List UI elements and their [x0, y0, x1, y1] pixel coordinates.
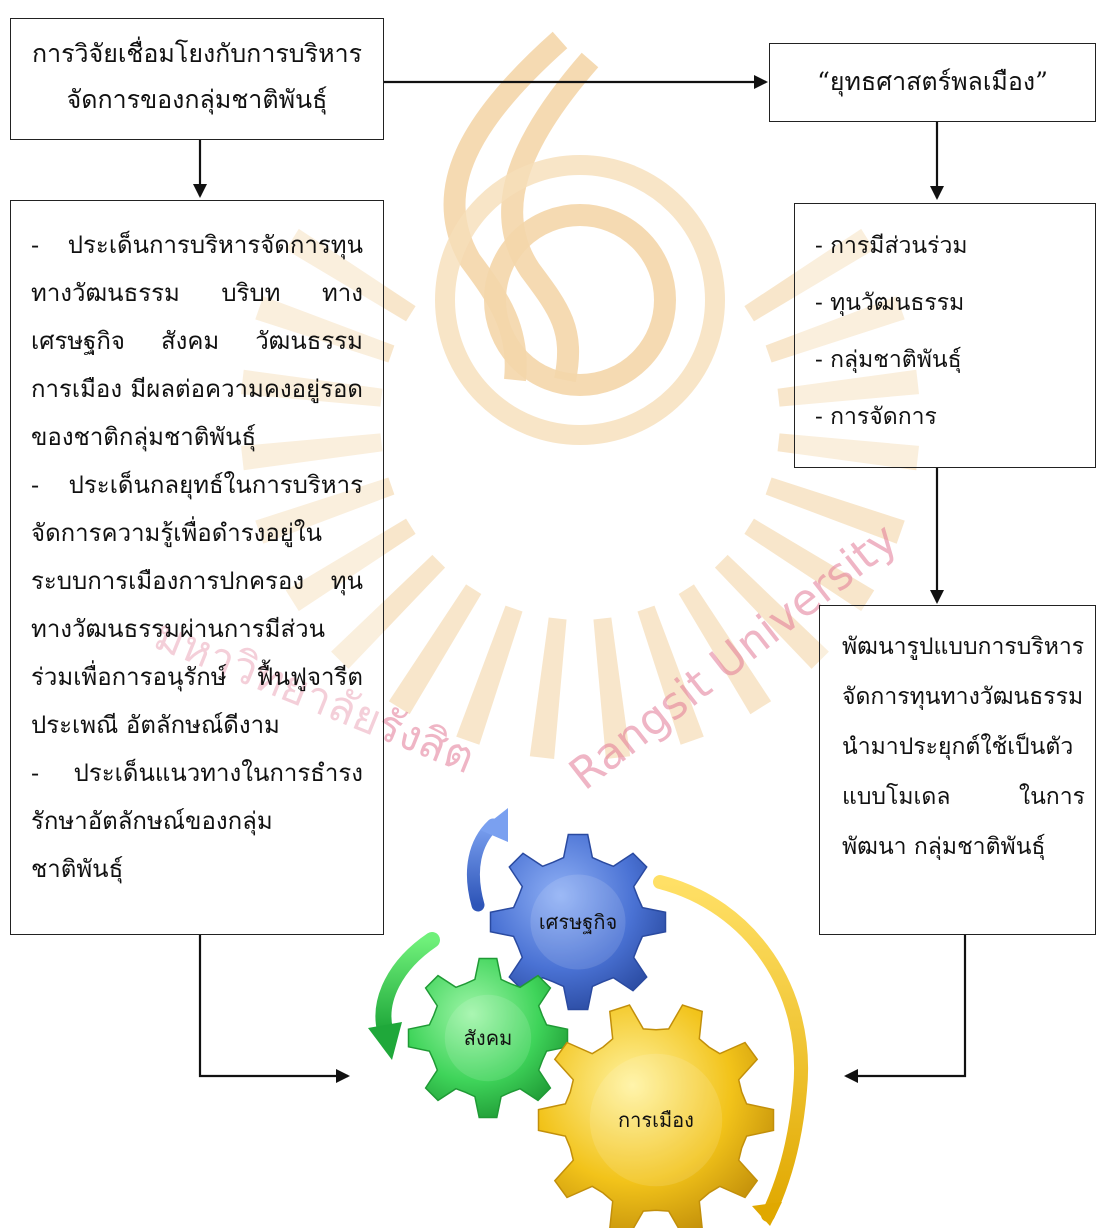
arrow-left-box-to-gears [198, 935, 350, 1083]
top-right-box-text: “ยุทธศาสตร์พลเมือง” [817, 67, 1048, 96]
left-box: - ประเด็นการบริหารจัดการทุนทางวัฒนธรรม บ… [10, 200, 384, 935]
watermark-ray [744, 518, 875, 612]
economy-gear-label: เศรษฐกิจ [538, 910, 618, 934]
green-rotation-arrow [368, 932, 440, 1060]
watermark-ray [388, 584, 482, 715]
right-box-item: - การมีส่วนร่วม [815, 233, 968, 259]
left-box-item: - ประเด็นกลยุทธ์ในการบริหารจัดการความรู้… [31, 471, 363, 739]
gear-body [537, 1004, 775, 1228]
gear-body [489, 833, 667, 1011]
watermark-ray [765, 477, 905, 544]
gear-hub [589, 1053, 723, 1187]
right-bottom-box-text: พัฒนารูปแบบการบริหารจัดการทุนทางวัฒนธรรม… [842, 634, 1085, 860]
gear-body [407, 957, 569, 1119]
left-box-item: - ประเด็นแนวทางในการธำรงรักษาอัตลักษณ์ขอ… [31, 759, 363, 883]
watermark-ray [593, 617, 631, 760]
watermark-ray [529, 617, 567, 760]
watermark-ray [240, 369, 383, 407]
watermark-ray [777, 369, 920, 407]
watermark-ray [331, 554, 446, 669]
watermark-ray [255, 477, 395, 544]
top-right-box: “ยุทธศาสตร์พลเมือง” [769, 43, 1096, 122]
watermark-ray [714, 554, 829, 669]
left-box-list: - ประเด็นการบริหารจัดการทุนทางวัฒนธรรม บ… [31, 221, 363, 893]
right-box-list: - การมีส่วนร่วม - ทุนวัฒนธรรม - กลุ่มชาต… [815, 218, 1095, 446]
right-box-item: - กลุ่มชาติพันธุ์ [815, 347, 962, 373]
politics-gear-label: การเมือง [618, 1108, 694, 1132]
right-box-item: - ทุนวัฒนธรรม [815, 290, 965, 316]
right-bottom-box: พัฒนารูปแบบการบริหารจัดการทุนทางวัฒนธรรม… [819, 605, 1096, 935]
top-left-box: การวิจัยเชื่อมโยงกับการบริหาร จัดการของก… [10, 18, 384, 140]
gear-hub [530, 874, 626, 970]
politics-gear [537, 1004, 775, 1228]
watermark-ray [456, 605, 523, 745]
watermark-ray [765, 296, 905, 363]
society-gear [407, 957, 569, 1119]
yellow-rotation-arrow [653, 875, 809, 1226]
watermark-ray [678, 584, 772, 715]
watermark-ray [744, 228, 875, 322]
watermark-ray [255, 296, 395, 363]
watermark-ray [637, 605, 704, 745]
watermark-ray [777, 433, 920, 471]
watermark-ray [240, 433, 383, 471]
economy-gear [489, 833, 667, 1011]
blue-rotation-arrow [466, 808, 508, 912]
gear-hub [444, 994, 532, 1082]
left-box-item: - ประเด็นการบริหารจัดการทุนทางวัฒนธรรม บ… [31, 231, 363, 451]
right-box: - การมีส่วนร่วม - ทุนวัฒนธรรม - กลุ่มชาต… [794, 203, 1096, 468]
society-gear-label: สังคม [463, 1026, 513, 1050]
arrow-right-bottom-to-gears [844, 935, 967, 1083]
right-box-item: - การจัดการ [815, 404, 937, 430]
top-left-box-text: การวิจัยเชื่อมโยงกับการบริหาร จัดการของก… [31, 39, 363, 114]
